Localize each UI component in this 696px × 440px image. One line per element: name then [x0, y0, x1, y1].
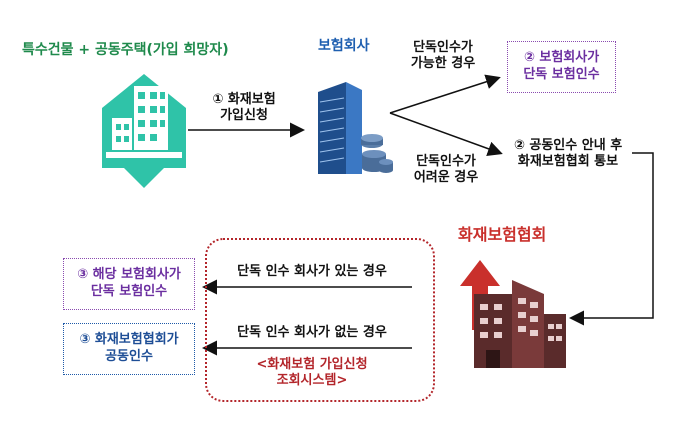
- lookup-system-line1: <화재보험 가입신청: [256, 357, 368, 372]
- case-single-possible-label: 단독인수가 가능한 경우: [398, 40, 488, 73]
- step-apply-line1: ① 화재보험: [212, 92, 276, 107]
- case-no-insurer-label: 단독 인수 회사가 없는 경우: [237, 325, 387, 340]
- association-building-arrow-icon: [460, 260, 566, 368]
- association-title: 화재보험협회: [458, 225, 547, 244]
- house-building-icon: [102, 74, 186, 188]
- result-joint-line1: ③ 화재보험협회가: [79, 332, 179, 348]
- arrow-to-association: [569, 152, 654, 326]
- case-single-hard-line1: 단독인수가: [416, 154, 476, 169]
- result-insurer-single-line2: 단독 보험인수: [523, 67, 600, 82]
- case-single-possible-line2: 가능한 경우: [410, 56, 476, 72]
- lookup-system-line2: 조회시스템>: [276, 373, 348, 389]
- result-relevant-insurer-line1: ③ 해당 보험회사가: [77, 267, 181, 283]
- insurer-title: 보험회사: [318, 38, 370, 54]
- notice-joint-line1: ② 공동인수 안내 후: [513, 138, 623, 153]
- step-apply-label: ① 화재보험 가입신청: [203, 92, 285, 125]
- result-relevant-insurer-box: ③ 해당 보험회사가 단독 보험인수: [63, 258, 195, 310]
- arrow-single-possible: [389, 74, 501, 114]
- result-joint-line2: 공동인수: [105, 349, 153, 364]
- applicant-title: 특수건물 + 공동주택(가입 희망자): [22, 42, 229, 58]
- case-has-insurer-label: 단독 인수 회사가 있는 경우: [237, 264, 387, 279]
- notice-joint-label: ② 공동인수 안내 후 화재보험협회 통보: [497, 138, 639, 171]
- result-relevant-insurer-line2: 단독 보험인수: [90, 284, 168, 299]
- result-joint-box: ③ 화재보험협회가 공동인수: [63, 323, 195, 375]
- case-single-hard-label: 단독인수가 어려운 경우: [404, 154, 488, 187]
- result-insurer-single-box: ② 보험회사가 단독 보험인수: [507, 41, 616, 93]
- step-apply-line2: 가입신청: [220, 108, 268, 124]
- notice-joint-line2: 화재보험협회 통보: [517, 154, 619, 170]
- case-single-possible-line1: 단독인수가: [413, 40, 473, 55]
- case-single-hard-line2: 어려운 경우: [413, 170, 479, 186]
- result-insurer-single-line1: ② 보험회사가: [523, 50, 600, 66]
- arrow-single-hard: [389, 112, 503, 156]
- lookup-system-frame: [205, 238, 435, 402]
- office-tower-coins-icon: [318, 82, 393, 174]
- lookup-system-label: <화재보험 가입신청 조회시스템>: [232, 357, 392, 390]
